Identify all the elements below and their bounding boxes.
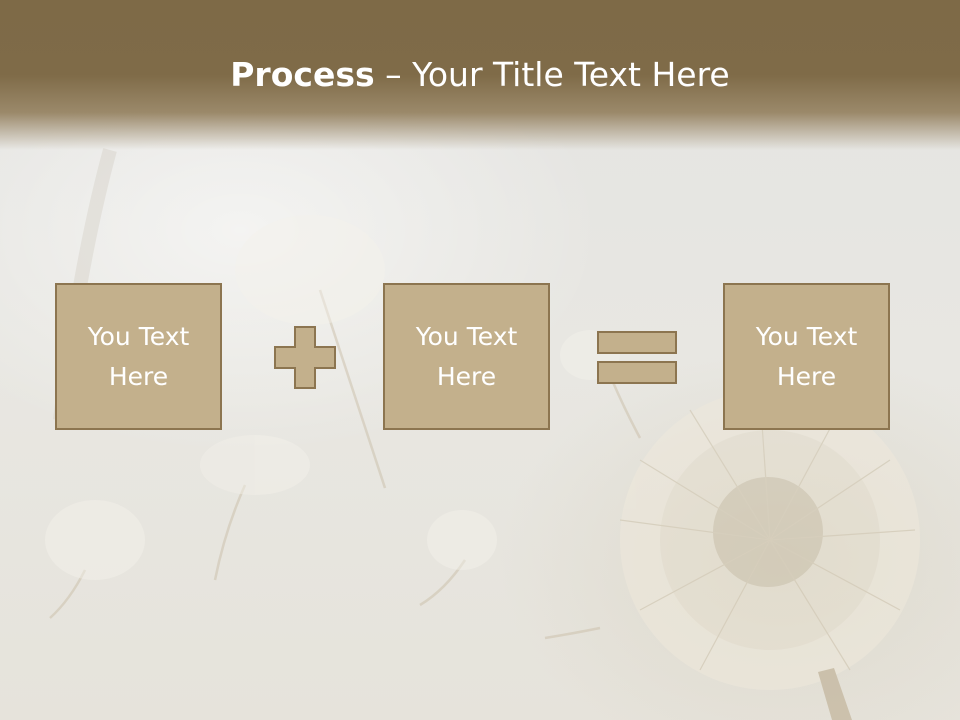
process-box-1[interactable]: You Text Here [55,283,222,430]
title-rest-part: – Your Title Text Here [374,55,730,94]
process-box-3[interactable]: You Text Here [723,283,890,430]
process-box-3-text: You Text Here [755,321,858,391]
process-box-2-text: You Text Here [415,321,518,391]
title-bar [0,0,960,150]
slide-title[interactable]: Process – Your Title Text Here [0,52,960,98]
process-box-2[interactable]: You Text Here [383,283,550,430]
title-bold-part: Process [230,55,375,94]
process-box-1-text: You Text Here [87,321,190,391]
plus-icon [274,326,336,389]
equals-icon [597,331,677,384]
